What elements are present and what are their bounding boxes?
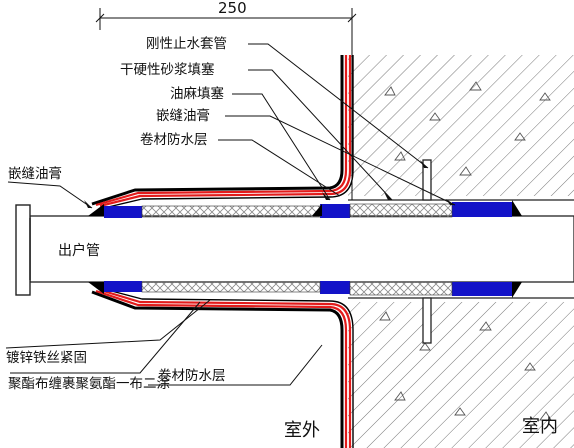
water-stop-plate — [422, 159, 432, 344]
leader-lines — [5, 43, 456, 386]
label-pipe: 出户管 — [58, 242, 100, 259]
dimension-value: 250 — [218, 0, 247, 17]
label-rigid-sleeve: 刚性止水套管 — [146, 36, 227, 52]
sealant-bands — [104, 202, 512, 296]
label-caulk-top-right: 嵌缝油膏 — [156, 107, 210, 124]
label-membrane-top: 卷材防水层 — [140, 132, 208, 148]
membrane-bottom — [91, 288, 354, 448]
caulk-fillets — [88, 200, 522, 298]
outlet-pipe — [29, 215, 574, 283]
label-caulk-left: 嵌缝油膏 — [8, 165, 62, 182]
oakum-filling — [141, 203, 453, 296]
label-oakum: 油麻填塞 — [170, 85, 224, 102]
arrowheads — [84, 160, 455, 208]
label-dry-mortar: 干硬性砂浆填塞 — [120, 61, 215, 78]
label-galv-wire: 镀锌铁丝紧固 — [6, 349, 87, 366]
label-outdoor: 室外 — [284, 420, 320, 441]
label-membrane-bottom: 卷材防水层 — [158, 368, 226, 384]
dimension-line — [95, 8, 357, 200]
label-indoor: 室内 — [522, 416, 558, 437]
membrane-top — [91, 55, 354, 209]
pipe-flange — [15, 204, 31, 296]
label-coating: 聚酯布缠裹聚氨酯一布二涂 — [8, 375, 170, 392]
